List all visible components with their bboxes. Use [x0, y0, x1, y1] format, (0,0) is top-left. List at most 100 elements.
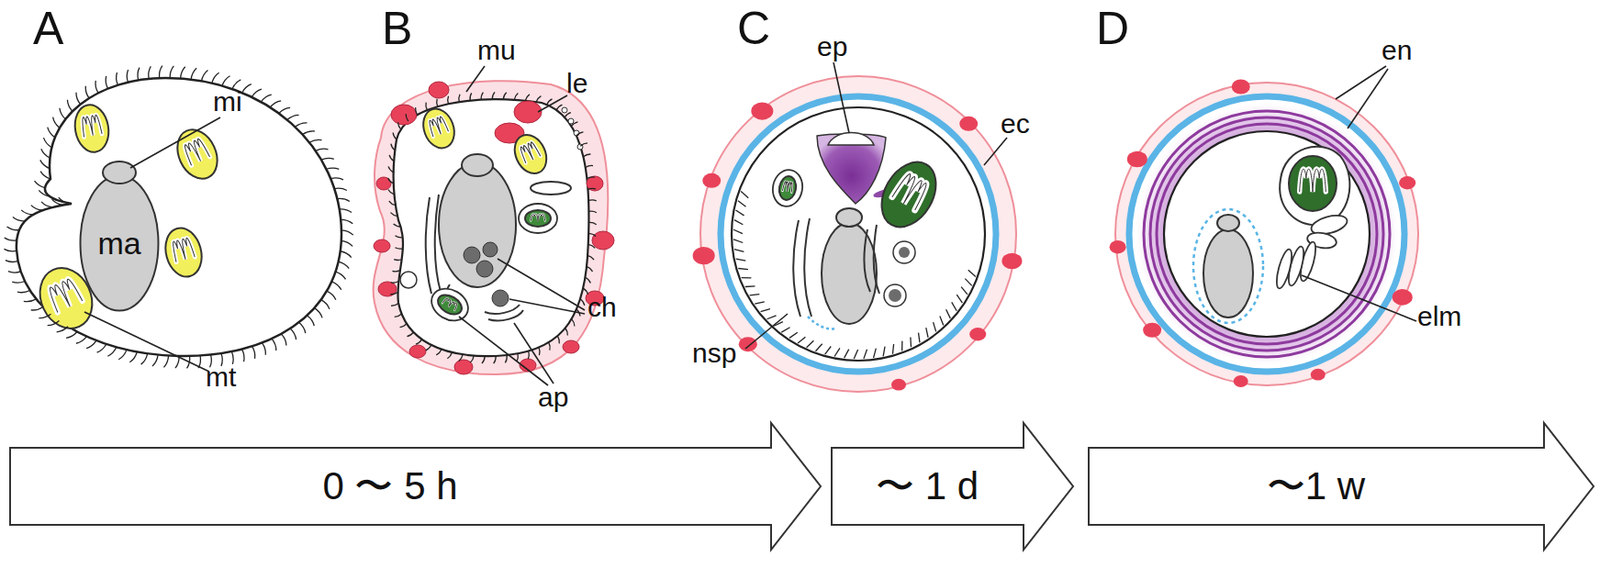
- part-label: elm: [1417, 302, 1462, 331]
- cilium: [961, 287, 968, 295]
- cilium: [493, 356, 497, 364]
- cilium: [588, 199, 596, 202]
- lipid-droplet: [1310, 369, 1326, 381]
- cilium: [492, 91, 495, 100]
- cilium: [180, 67, 186, 79]
- cilium: [964, 279, 972, 287]
- lipid-droplet: [514, 100, 542, 124]
- cilium: [152, 355, 158, 367]
- lipid-droplet: [702, 173, 721, 189]
- time-arrow: 〜1 w: [1087, 422, 1595, 551]
- cilium: [137, 67, 140, 81]
- lipid-droplet: [562, 340, 580, 354]
- cilium: [341, 230, 354, 235]
- mitochondrion: [870, 152, 947, 237]
- time-label: 0 〜 5 h: [322, 460, 458, 513]
- cilium: [169, 66, 174, 79]
- lipid-droplet: [378, 281, 397, 297]
- cilium: [141, 353, 148, 365]
- cilium: [34, 180, 46, 189]
- cilium: [588, 211, 596, 213]
- cilium: [390, 291, 398, 294]
- panel-letter: A: [33, 5, 64, 52]
- cilium: [797, 336, 806, 344]
- cilium: [7, 226, 20, 231]
- cilium: [251, 89, 262, 98]
- lipid-droplet: [1109, 240, 1127, 254]
- cilium: [11, 280, 25, 283]
- cilium: [175, 356, 180, 369]
- cilium: [148, 66, 152, 79]
- cilium: [198, 356, 201, 370]
- cilium: [481, 356, 485, 364]
- cilium: [527, 351, 530, 359]
- cilium: [388, 189, 395, 194]
- lipid-droplet: [969, 327, 986, 341]
- cilium: [481, 92, 483, 101]
- cilium: [309, 139, 323, 143]
- cilium: [5, 260, 19, 263]
- cilium: [287, 114, 300, 120]
- cilium: [548, 342, 550, 350]
- cilium: [834, 347, 840, 357]
- cilia: [3, 66, 975, 370]
- cilium: [4, 237, 17, 241]
- cilium: [556, 104, 562, 111]
- cilium: [394, 313, 403, 317]
- cilium: [67, 100, 73, 112]
- cilium: [781, 327, 790, 333]
- cilium: [313, 308, 323, 319]
- cilium: [749, 294, 761, 296]
- cilium: [126, 69, 128, 83]
- cilium: [736, 258, 747, 261]
- cilium: [586, 266, 593, 272]
- cilium: [17, 290, 31, 293]
- cilium: [570, 122, 578, 127]
- cilium: [38, 190, 50, 197]
- cilium: [294, 123, 307, 127]
- time-label: 〜 1 d: [875, 460, 979, 513]
- cilium: [279, 107, 291, 113]
- cilium: [338, 261, 349, 269]
- part-label: ec: [1000, 110, 1030, 138]
- cilium: [738, 268, 749, 269]
- cilium: [436, 349, 442, 356]
- cilium: [43, 137, 52, 148]
- cilium: [41, 148, 51, 158]
- cilium: [31, 205, 44, 212]
- cilium: [95, 80, 99, 93]
- cilium: [76, 92, 81, 105]
- lipid-droplet: [1231, 78, 1251, 94]
- nucleus-shape: [80, 176, 159, 312]
- panel-letter: C: [737, 5, 771, 52]
- cilium: [447, 96, 449, 104]
- cilium: [391, 270, 400, 272]
- cilium: [588, 244, 595, 248]
- cilium: [40, 159, 50, 168]
- cilium: [582, 154, 591, 157]
- cilium: [31, 306, 44, 311]
- cilium: [97, 344, 107, 353]
- cilium: [388, 178, 394, 184]
- cilium: [844, 349, 850, 359]
- cilium: [48, 194, 60, 202]
- part-label: ep: [816, 33, 848, 61]
- cilium: [956, 294, 963, 303]
- cilium: [341, 240, 353, 247]
- cilium: [564, 112, 571, 118]
- cilium: [883, 346, 885, 358]
- cilium: [326, 167, 340, 169]
- cilium: [391, 302, 399, 306]
- leader-lines-group: [84, 62, 1417, 386]
- cilium: [21, 210, 34, 215]
- cilium: [405, 113, 409, 122]
- ciliate-cell-a: [16, 78, 342, 357]
- time-arrow: 〜 1 d: [830, 422, 1075, 551]
- cilium: [525, 94, 530, 101]
- cilium: [760, 309, 771, 313]
- lipid-droplet: [1398, 176, 1416, 190]
- cilium: [469, 92, 472, 101]
- part-label: en: [1381, 36, 1412, 65]
- part-label: mi: [212, 88, 243, 116]
- macronucleus: ma: [78, 174, 160, 313]
